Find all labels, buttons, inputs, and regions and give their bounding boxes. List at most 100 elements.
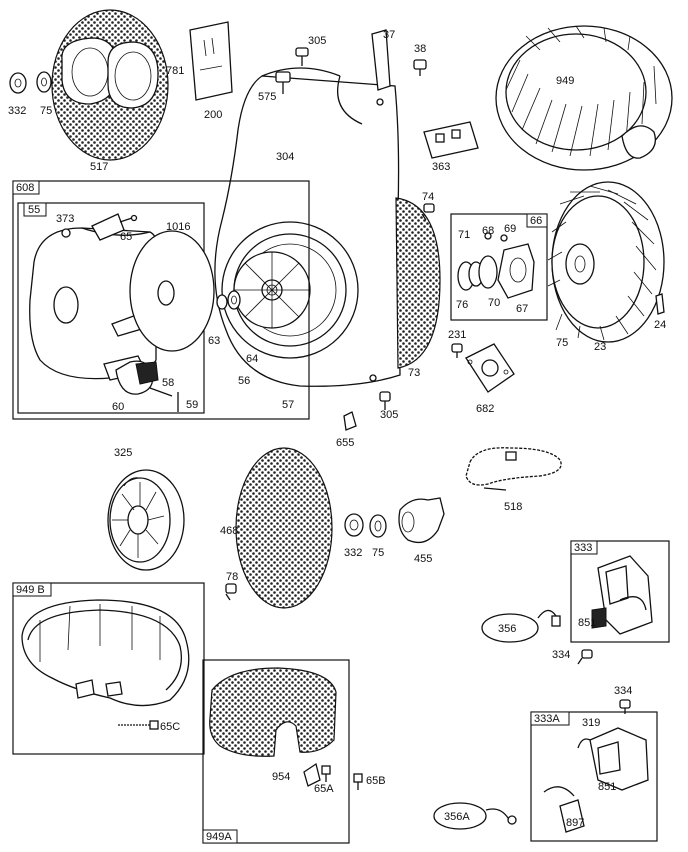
screw-575 <box>275 71 291 94</box>
label-75-top: 75 <box>40 105 52 117</box>
armature-333 <box>591 555 653 635</box>
screw-334-mid <box>577 649 593 665</box>
wire-356A <box>433 802 517 830</box>
bracket-37 <box>371 29 391 91</box>
label-305-top: 305 <box>308 35 326 47</box>
screw-373 <box>61 228 71 238</box>
label-781: 781 <box>166 65 184 77</box>
terminal-block-363 <box>423 121 479 159</box>
nut-332 <box>9 72 27 94</box>
assembly-box-949B <box>12 582 205 755</box>
nut-332-mid <box>344 513 364 537</box>
label-24: 24 <box>654 319 666 331</box>
label-65B: 65B <box>366 775 386 787</box>
assembly-box-66 <box>450 213 548 321</box>
guard-325 <box>107 469 185 571</box>
label-75-mid: 75 <box>372 547 384 559</box>
label-65: 65 <box>120 231 132 243</box>
label-356: 356 <box>498 623 516 635</box>
label-37: 37 <box>383 29 395 41</box>
label-71: 71 <box>458 229 470 241</box>
label-66: 66 <box>530 215 542 227</box>
label-655: 655 <box>336 437 354 449</box>
assembly-box-949A <box>202 659 350 844</box>
label-325: 325 <box>114 447 132 459</box>
label-59: 59 <box>186 399 198 411</box>
starter-clutch-66 <box>457 232 535 299</box>
disc-1016 <box>129 230 215 352</box>
label-63: 63 <box>208 335 220 347</box>
label-57: 57 <box>282 399 294 411</box>
label-38: 38 <box>414 43 426 55</box>
label-468: 468 <box>220 525 238 537</box>
rewind-starter-55 <box>29 213 158 381</box>
screw-231 <box>451 343 463 358</box>
label-231: 231 <box>448 329 466 341</box>
label-682: 682 <box>476 403 494 415</box>
label-333A: 333A <box>534 713 560 725</box>
label-851-lower: 851 <box>598 781 616 793</box>
label-334-mid: 334 <box>552 649 570 661</box>
screw-78 <box>225 583 237 601</box>
label-954: 954 <box>272 771 290 783</box>
label-23: 23 <box>594 341 606 353</box>
spring-63 <box>216 294 228 310</box>
label-949A: 949A <box>206 831 232 843</box>
cup-455 <box>398 497 445 544</box>
label-64: 64 <box>246 353 258 365</box>
ground-wire-518 <box>465 447 562 491</box>
screw-65C <box>118 720 159 730</box>
screen-468 <box>235 447 333 609</box>
label-949: 949 <box>556 75 574 87</box>
label-65A: 65A <box>314 783 334 795</box>
label-608: 608 <box>16 182 34 194</box>
assembly-box-608 <box>12 180 310 420</box>
label-69: 69 <box>504 223 516 235</box>
label-851-mid: 851 <box>578 617 596 629</box>
label-75-right: 75 <box>556 337 568 349</box>
label-304: 304 <box>276 151 294 163</box>
part-labels: 332 75 781 517 200 575 305 37 38 949 304… <box>8 29 666 843</box>
label-455: 455 <box>414 553 432 565</box>
label-70: 70 <box>488 297 500 309</box>
label-319: 319 <box>582 717 600 729</box>
label-56: 56 <box>238 375 250 387</box>
label-200: 200 <box>204 109 222 121</box>
label-949B: 949 B <box>16 584 45 596</box>
screw-305-top <box>295 47 309 66</box>
mesh-cap-949A <box>209 667 337 757</box>
plate-682 <box>465 343 515 393</box>
armature-333A <box>543 727 649 833</box>
screw-74 <box>421 203 435 221</box>
screw-65 <box>119 214 138 223</box>
label-332-mid: 332 <box>344 547 362 559</box>
label-897: 897 <box>566 817 584 829</box>
label-356A: 356A <box>444 811 470 823</box>
washer-75 <box>36 71 52 93</box>
label-74: 74 <box>422 191 434 203</box>
wire-356 <box>481 609 561 643</box>
label-55: 55 <box>28 204 40 216</box>
blower-housing-304 <box>214 67 401 387</box>
washer-75-mid <box>369 514 387 538</box>
label-333: 333 <box>574 542 592 554</box>
bracket-200 <box>189 21 233 101</box>
assembly-box-333 <box>570 540 670 643</box>
label-517: 517 <box>90 161 108 173</box>
rope-58 <box>149 387 173 397</box>
screw-305-bottom <box>379 391 391 410</box>
label-65C: 65C <box>160 721 180 733</box>
label-78: 78 <box>226 571 238 583</box>
screw-65A <box>321 765 331 782</box>
label-518: 518 <box>504 501 522 513</box>
label-334-lower: 334 <box>614 685 632 697</box>
label-305-bottom: 305 <box>380 409 398 421</box>
flywheel-23 <box>547 181 665 343</box>
washer-64 <box>227 290 241 310</box>
bracket-954 <box>303 762 321 787</box>
rotating-screen-781 <box>51 9 169 161</box>
label-363: 363 <box>432 161 450 173</box>
screw-38 <box>413 59 427 76</box>
wire-frame-949B <box>21 599 190 707</box>
starter-handle-60 <box>115 360 159 395</box>
